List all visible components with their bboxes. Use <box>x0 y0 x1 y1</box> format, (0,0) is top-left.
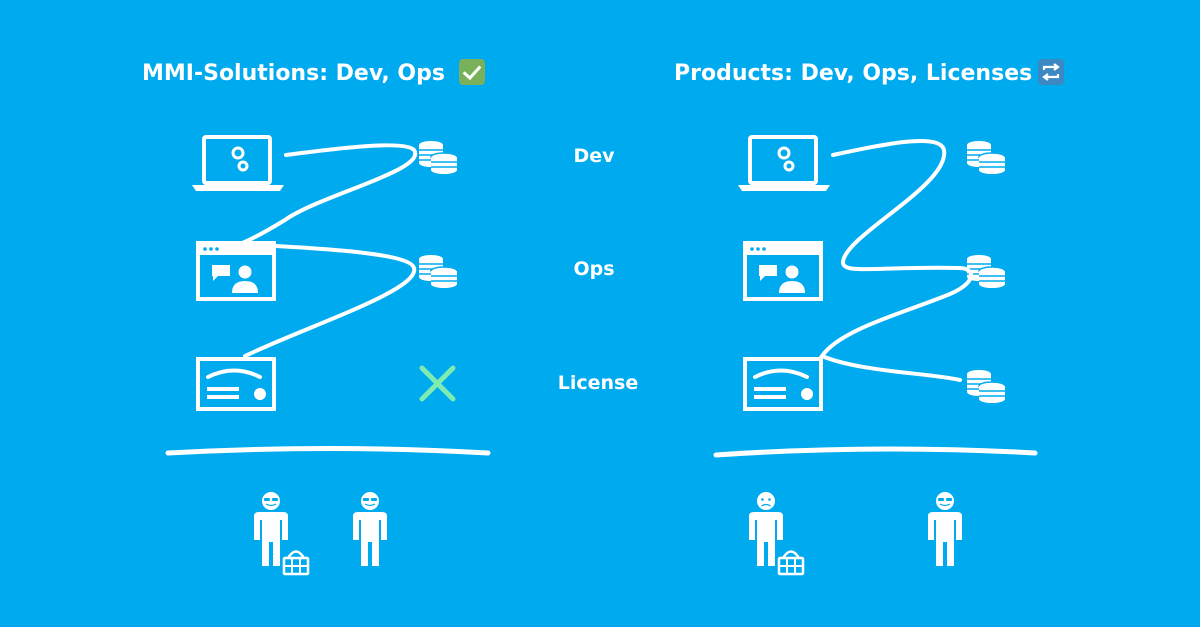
left-title: MMI-Solutions: Dev, Ops <box>142 56 485 92</box>
left-title-text: MMI-Solutions: Dev, Ops <box>142 61 445 86</box>
coins-icon-dev <box>418 140 458 175</box>
row-label-license: License <box>557 372 639 394</box>
laptop-icon <box>190 135 286 193</box>
coins-icon-ops <box>966 254 1006 289</box>
row-label-ops: Ops <box>573 258 615 280</box>
repeat-arrows-icon <box>1038 59 1065 85</box>
right-panel <box>713 135 1038 576</box>
left-panel <box>165 135 491 576</box>
license-certificate-icon <box>196 357 276 411</box>
flow-line-right <box>818 139 974 382</box>
coins-icon-license <box>966 369 1006 404</box>
right-title: Products: Dev, Ops, Licenses <box>674 56 1065 92</box>
browser-window-icon <box>743 241 823 301</box>
person-right <box>928 492 962 566</box>
x-mark-icon <box>419 365 456 402</box>
person-left <box>353 492 387 566</box>
flow-line-left <box>239 143 418 358</box>
right-title-text: Products: Dev, Ops, Licenses <box>674 61 1033 86</box>
person-with-basket-right <box>749 492 805 576</box>
license-certificate-icon <box>743 357 823 411</box>
check-mark-box-icon <box>458 59 485 85</box>
divider-line-right <box>713 446 1038 458</box>
divider-line-left <box>165 446 491 456</box>
browser-window-icon <box>196 241 276 301</box>
coins-icon-dev <box>966 140 1006 175</box>
coins-icon-ops <box>418 254 458 289</box>
person-with-basket-left <box>254 492 310 576</box>
laptop-icon <box>736 135 832 193</box>
row-label-dev: Dev <box>573 145 615 167</box>
